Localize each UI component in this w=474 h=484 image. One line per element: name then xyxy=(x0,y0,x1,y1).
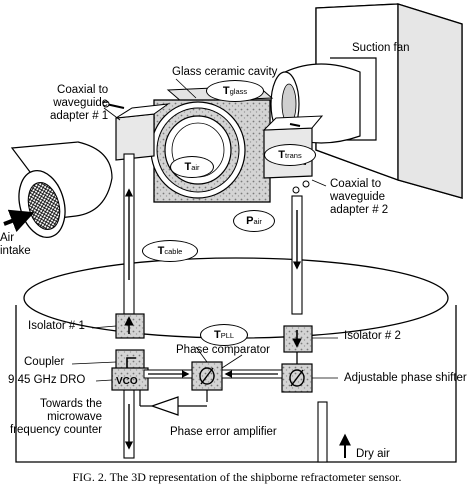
label-phase-comparator: Phase comparator xyxy=(176,344,270,356)
phase-comparator-box xyxy=(191,361,223,391)
label-coupler: Coupler xyxy=(24,356,65,368)
adapter-1-flange xyxy=(102,100,170,161)
label-air-intake: Air intake xyxy=(0,232,31,257)
label-isolator-2: Isolator # 2 xyxy=(344,330,401,342)
sensor-t-trans-sub: trans xyxy=(285,150,302,160)
sensor-t-cable-sub: cable xyxy=(164,246,183,256)
label-glass-ceramic-cavity: Glass ceramic cavity xyxy=(172,66,278,78)
sensor-p-air-symbol: P xyxy=(246,215,254,227)
label-adapter-1: Coaxial to waveguide adapter # 1 xyxy=(50,84,109,122)
label-suction-fan: Suction fan xyxy=(352,42,410,54)
label-adjustable-phase-shifter: Adjustable phase shifter xyxy=(344,372,467,384)
isolator-2-box xyxy=(283,325,313,353)
sensor-p-air-sub: air xyxy=(253,216,262,226)
dry-air-tube xyxy=(317,401,351,463)
label-phase-error-amplifier: Phase error amplifier xyxy=(170,426,277,438)
sensor-t-pll-symbol: T xyxy=(213,329,221,341)
label-dro: 9.45 GHz DRO xyxy=(8,374,86,386)
sensor-t-trans-symbol: T xyxy=(278,149,286,161)
coax-lines xyxy=(123,153,303,459)
sensor-t-air-sub: air xyxy=(191,162,200,172)
label-isolator-1: Isolator # 1 xyxy=(28,320,85,332)
sensor-t-glass-symbol: T xyxy=(222,85,230,97)
isolator-1-box xyxy=(115,313,145,339)
signal-paths xyxy=(139,352,298,416)
phase-shifter-box xyxy=(281,363,313,393)
label-vco: VCO xyxy=(116,376,138,387)
sensor-t-glass-sub: glass xyxy=(229,86,248,96)
figure-caption: FIG. 2. The 3D representation of the shi… xyxy=(72,470,402,484)
vco-box xyxy=(111,367,149,391)
label-adapter-2: Coaxial to waveguide adapter # 2 xyxy=(330,178,389,216)
sensor-t-air-symbol: T xyxy=(184,161,192,173)
leader-lines xyxy=(71,78,338,382)
label-dry-air: Dry air xyxy=(356,448,390,460)
sensor-t-cable-symbol: T xyxy=(157,245,165,257)
air-intake-duct xyxy=(3,141,113,238)
sensor-t-pll-sub: PLL xyxy=(220,330,235,340)
label-towards-counter: Towards the microwave frequency counter xyxy=(10,398,103,436)
